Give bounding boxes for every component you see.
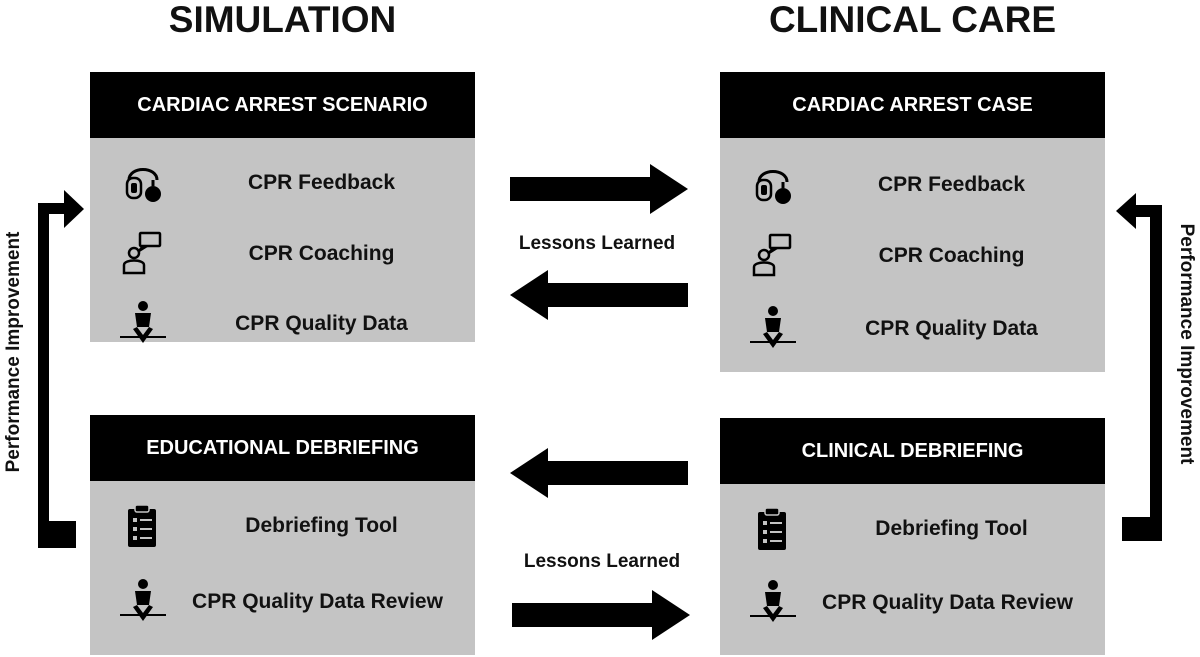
left-performance-improvement-label: Performance Improvement [3, 231, 24, 473]
cardiac-arrest-case-header: CARDIAC ARREST CASE [720, 72, 1105, 138]
cpr-quality-data-review-label: CPR Quality Data Review [822, 591, 1073, 614]
cpr-quality-data-label: CPR Quality Data [235, 312, 408, 335]
cpr-feedback-device-icon [125, 168, 161, 202]
cpr-coaching-row: CPR Coaching [90, 229, 475, 279]
cpr-feedback-row: CPR Feedback [720, 160, 1105, 210]
debriefing-tool-label: Debriefing Tool [245, 514, 398, 537]
cpr-quality-data-icon [750, 580, 796, 622]
right-performance-improvement-label: Performance Improvement [1176, 223, 1197, 465]
cpr-quality-data-review-label: CPR Quality Data Review [192, 590, 443, 613]
debriefing-tool-row: Debriefing Tool [90, 501, 475, 551]
clinical-debriefing-box: CLINICAL DEBRIEFING Debriefing Tool CPR … [720, 418, 1105, 655]
debriefing-tool-label: Debriefing Tool [875, 517, 1028, 540]
cpr-quality-data-icon [120, 301, 166, 343]
cpr-quality-data-label: CPR Quality Data [865, 317, 1038, 340]
cpr-quality-data-row: CPR Quality Data [90, 299, 475, 349]
cpr-coaching-row: CPR Coaching [720, 231, 1105, 281]
cpr-quality-data-review-row: CPR Quality Data Review [720, 578, 1105, 628]
clinical-debriefing-header: CLINICAL DEBRIEFING [720, 418, 1105, 484]
clinical-care-title: CLINICAL CARE [768, 0, 1057, 40]
cpr-feedback-row: CPR Feedback [90, 158, 475, 208]
left-improvement-bracket [38, 190, 84, 548]
cpr-quality-data-row: CPR Quality Data [720, 304, 1105, 354]
cpr-feedback-label: CPR Feedback [877, 173, 1026, 196]
arrow-right-top [510, 164, 688, 214]
arrow-left-bottom [510, 448, 688, 498]
educational-debriefing-header: EDUCATIONAL DEBRIEFING [90, 415, 475, 481]
cpr-quality-data-review-row: CPR Quality Data Review [90, 577, 475, 627]
arrow-right-bottom [512, 590, 690, 640]
clipboard-icon [758, 507, 786, 550]
arrow-left-top [510, 270, 688, 320]
cpr-coaching-label: CPR Coaching [878, 244, 1025, 267]
educational-debriefing-box: EDUCATIONAL DEBRIEFING Debriefing Tool C… [90, 415, 475, 655]
cpr-feedback-device-icon [755, 170, 791, 204]
cardiac-arrest-scenario-box: CARDIAC ARREST SCENARIO CPR Feedback CPR… [90, 72, 475, 343]
cpr-feedback-label: CPR Feedback [247, 171, 396, 194]
lessons-learned-top-label: Lessons Learned [518, 233, 676, 254]
right-improvement-bracket [1116, 193, 1162, 541]
cpr-coaching-label: CPR Coaching [248, 242, 395, 265]
cardiac-arrest-scenario-header: CARDIAC ARREST SCENARIO [90, 72, 475, 138]
simulation-title: SIMULATION [168, 0, 397, 40]
coach-speech-icon [122, 231, 162, 275]
debriefing-tool-row: Debriefing Tool [720, 504, 1105, 554]
cpr-quality-data-icon [120, 579, 166, 621]
coach-speech-icon [752, 233, 792, 277]
cpr-quality-data-icon [750, 306, 796, 348]
cardiac-arrest-case-box: CARDIAC ARREST CASE CPR Feedback CPR Coa… [720, 72, 1105, 372]
clipboard-icon [128, 504, 156, 547]
lessons-learned-bottom-label: Lessons Learned [523, 551, 681, 572]
